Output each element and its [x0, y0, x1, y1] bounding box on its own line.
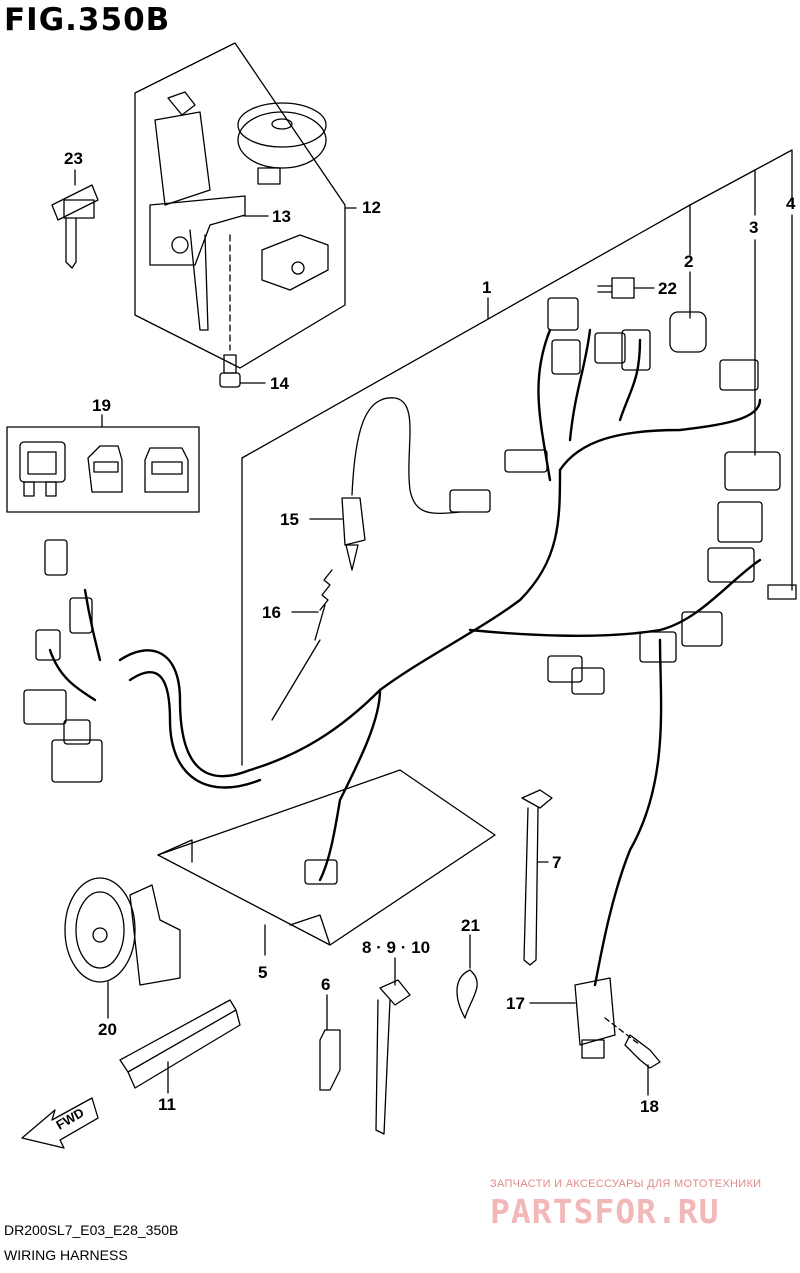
ignition-key-icon — [51, 184, 99, 269]
right-connectors — [304, 297, 797, 885]
ignition-set-frame — [134, 42, 346, 369]
callout-5: 5 — [258, 963, 268, 982]
figure-code: DR200SL7_E03_E28_350B — [4, 1222, 179, 1238]
sensor-icon — [574, 977, 616, 1059]
heat-shield-sheet — [157, 769, 496, 946]
brake-switch-icon — [341, 397, 461, 571]
fuel-cap-icon — [237, 102, 327, 185]
protector-icon — [119, 999, 241, 1089]
callout-6: 6 — [321, 975, 331, 994]
callout-3: 3 — [749, 218, 759, 237]
watermark-tagline: ЗАПЧАСТИ И АКСЕССУАРЫ ДЛЯ МОТОТЕХНИКИ — [490, 1178, 762, 1190]
cable-tie-icon — [521, 789, 553, 966]
spring-icon — [271, 569, 333, 721]
callout-23: 23 — [64, 149, 83, 168]
callout-16: 16 — [262, 603, 281, 622]
callout-4: 4 — [786, 194, 796, 213]
callout-21: 21 — [461, 916, 480, 935]
callout-1: 1 — [482, 278, 492, 297]
fwd-label: FWD — [53, 1105, 86, 1133]
fwd-arrow-icon: FWD — [21, 1097, 99, 1149]
callout-19: 19 — [92, 396, 111, 415]
lock-cylinder-icon — [261, 234, 329, 291]
callout-14: 14 — [270, 374, 289, 393]
harness-frame-top — [241, 204, 691, 459]
callout-11: 11 — [158, 1095, 176, 1114]
screw-icon — [219, 234, 241, 388]
watermark-brand: PARTSFOR.RU — [490, 1192, 720, 1231]
figure-name: WIRING HARNESS — [4, 1247, 128, 1263]
callout-15: 15 — [280, 510, 299, 529]
left-connectors — [23, 539, 103, 783]
callout-18: 18 — [640, 1097, 659, 1116]
band-icon — [375, 979, 411, 1135]
callout-17: 17 — [506, 994, 525, 1013]
horn-icon — [64, 877, 181, 986]
callout-13: 13 — [272, 207, 291, 226]
bolt-icon — [604, 1017, 661, 1069]
clip-icon — [456, 969, 478, 1019]
callout-20: 20 — [98, 1020, 117, 1039]
clamp-icon — [319, 1029, 341, 1091]
connector-set-icons — [19, 441, 189, 497]
harness-frame-right-c — [754, 149, 793, 206]
fuse-icon — [597, 277, 635, 299]
figure-title: FIG.350B — [4, 2, 171, 38]
ignition-switch-icon — [149, 91, 246, 331]
main-harness — [48, 328, 762, 987]
callout-12: 12 — [362, 198, 381, 217]
harness-frame-right-b — [689, 169, 756, 216]
callout-7: 7 — [552, 853, 562, 872]
callout-22: 22 — [658, 279, 677, 298]
connector-set-frame — [6, 426, 200, 513]
callout-8-9-10: 8 · 9 · 10 — [362, 938, 431, 957]
callout-2: 2 — [684, 252, 694, 271]
